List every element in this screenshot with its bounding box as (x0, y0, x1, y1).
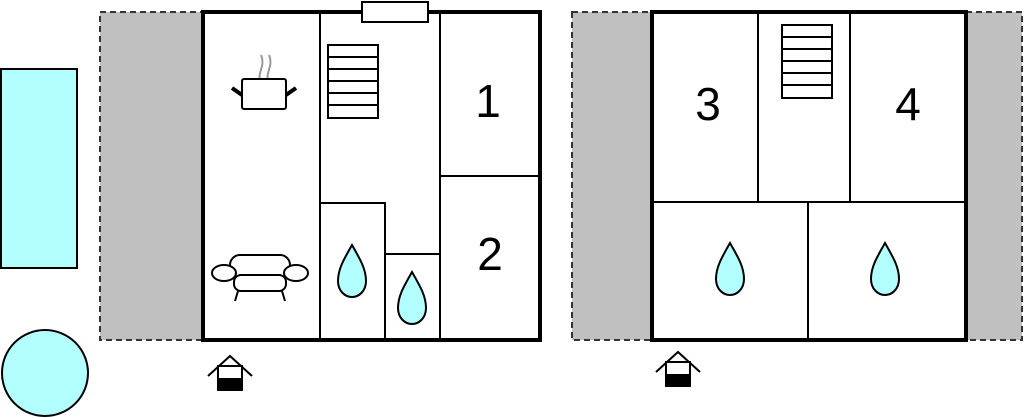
stairs-icon (327, 44, 379, 119)
kitchen-icon (230, 54, 298, 110)
floor-1: 1 2 (99, 1, 542, 391)
sofa-icon (211, 254, 309, 302)
entrance-icon (655, 351, 701, 387)
terrace-left-1 (99, 11, 203, 341)
room-label-3: 3 (695, 78, 721, 130)
stairs-icon (781, 24, 833, 99)
entrance-icon (207, 355, 253, 391)
chimney (361, 1, 429, 23)
hot-tub-icon (1, 329, 89, 417)
room-label-1: 1 (475, 75, 501, 127)
room-label-2: 2 (477, 228, 503, 280)
pool-icon (0, 68, 78, 269)
room-label-4: 4 (895, 78, 921, 130)
terrace-left-2 (571, 11, 653, 341)
floor-2: 3 4 (571, 10, 1023, 387)
terrace-right-2 (965, 11, 1023, 341)
